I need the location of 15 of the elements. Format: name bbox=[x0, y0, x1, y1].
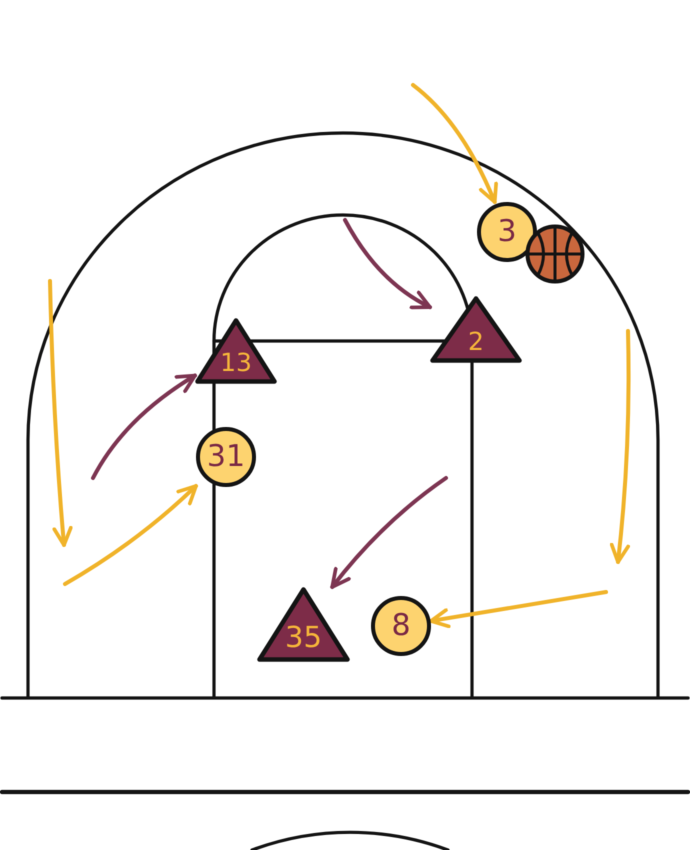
arrow bbox=[411, 83, 498, 204]
arrow bbox=[330, 476, 448, 589]
player-triangle bbox=[430, 296, 522, 363]
arrow bbox=[63, 484, 198, 586]
arrow bbox=[343, 218, 432, 310]
player-triangle bbox=[257, 587, 350, 662]
player-triangle bbox=[195, 318, 277, 384]
player-number: 35 bbox=[285, 623, 322, 652]
player-number: 8 bbox=[391, 611, 411, 641]
arrow bbox=[91, 374, 197, 480]
player-number: 2 bbox=[468, 329, 484, 354]
player-number: 13 bbox=[220, 350, 252, 375]
arrow bbox=[429, 590, 608, 628]
player-number: 3 bbox=[497, 217, 517, 247]
player-number: 31 bbox=[206, 442, 246, 472]
